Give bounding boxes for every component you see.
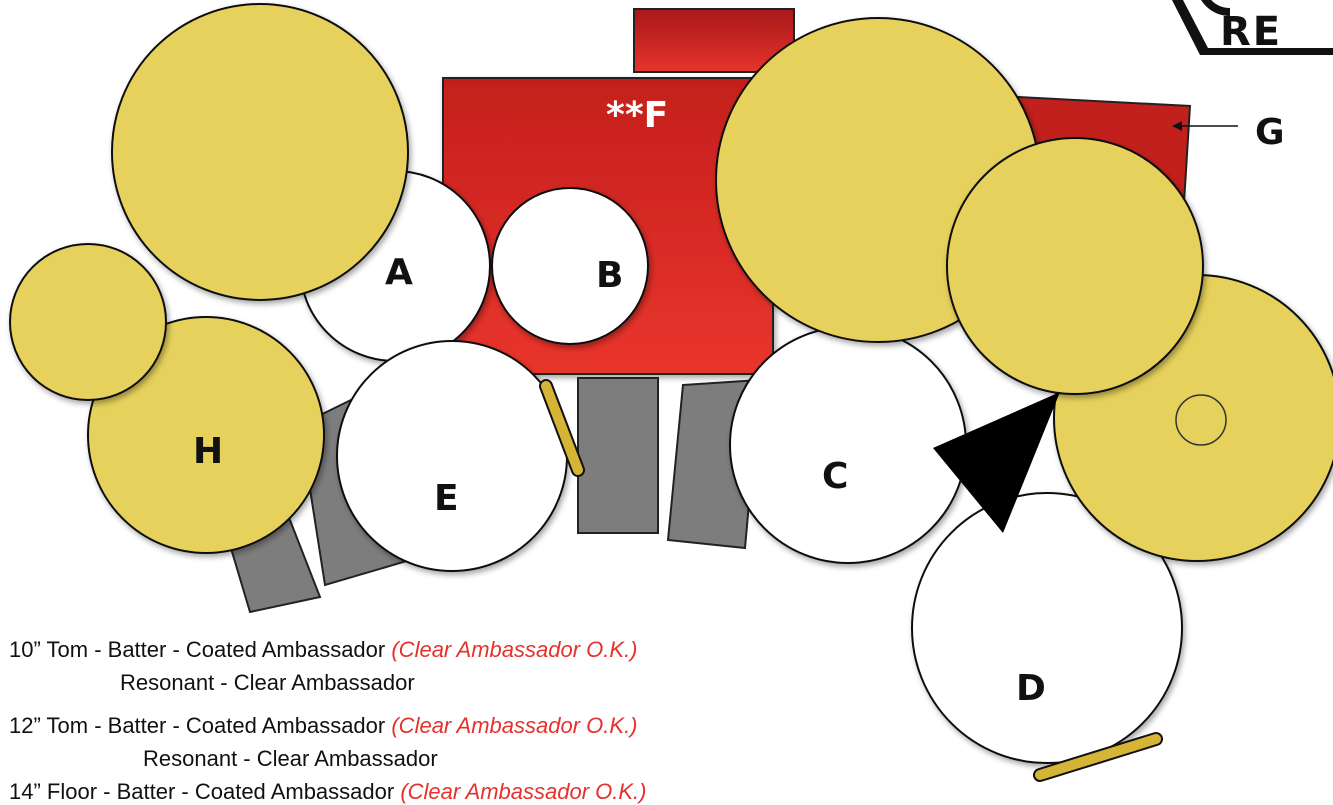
arrow-g-head xyxy=(1172,121,1182,131)
drum-c xyxy=(729,326,967,564)
label-b: B xyxy=(596,255,623,296)
logo: RE xyxy=(1172,0,1333,55)
drum-e xyxy=(336,340,568,572)
cymbal-right-upper xyxy=(946,137,1204,395)
throne-marker xyxy=(933,392,1060,533)
pedal-center-1 xyxy=(577,377,659,534)
drum-d xyxy=(911,492,1183,764)
label-e: E xyxy=(434,478,459,519)
label-c: C xyxy=(822,456,848,497)
cymbal-small-left xyxy=(9,243,167,401)
logo-text: RE xyxy=(1220,9,1282,55)
label-f: **F xyxy=(606,95,668,136)
label-d: D xyxy=(1016,668,1046,709)
label-h: H xyxy=(193,431,223,472)
cymbal-h xyxy=(87,316,325,554)
drumstick-center-fill xyxy=(541,381,583,475)
cymbal-top-left xyxy=(111,3,409,301)
drumstick-bottom-fill xyxy=(1035,734,1161,780)
cymbal-ride-bell xyxy=(1175,394,1227,446)
drum-b xyxy=(491,187,649,345)
label-a: A xyxy=(385,252,413,293)
label-g: G xyxy=(1255,112,1285,153)
